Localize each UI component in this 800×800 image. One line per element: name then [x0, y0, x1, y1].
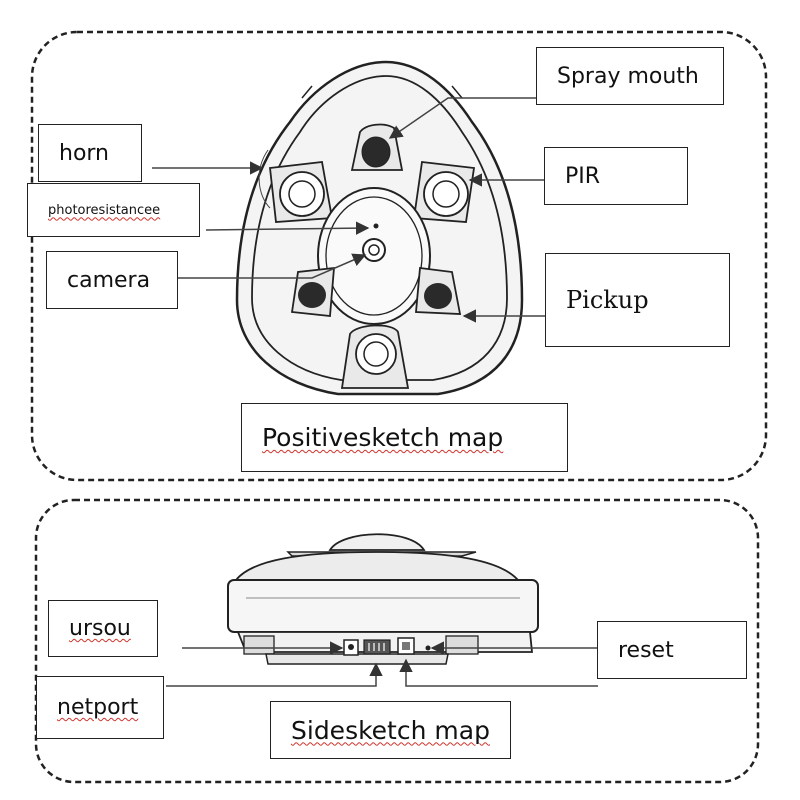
label-camera: camera	[46, 251, 178, 309]
device-front-view	[235, 60, 524, 396]
label-spray-mouth: Spray mouth	[536, 47, 724, 105]
label-horn: horn	[38, 124, 142, 182]
device-side-view	[227, 533, 539, 665]
side-leader-lines	[166, 641, 598, 687]
positive-view-frame	[30, 30, 768, 482]
pickup-sensor	[415, 266, 462, 315]
spray-mouth-port	[350, 123, 404, 171]
lower-left-sensor	[290, 266, 335, 317]
label-netport: netport	[36, 676, 164, 739]
bottom-port	[340, 324, 410, 389]
label-pickup: Pickup	[545, 253, 730, 347]
pir-housing	[412, 161, 476, 223]
photoresistance-dot	[373, 223, 379, 229]
label-reset: reset	[597, 621, 747, 679]
side-view-frame	[34, 498, 760, 784]
io-terminal	[363, 639, 391, 655]
label-photoresistance: photoresistancee	[27, 183, 200, 237]
center-lens-disk	[317, 187, 431, 325]
reset-button	[425, 645, 431, 651]
front-leader-lines	[152, 97, 546, 323]
caption-side-sketch-map: Sidesketch map	[270, 701, 511, 759]
label-ursou: ursou	[48, 600, 158, 657]
label-pir: PIR	[544, 147, 688, 205]
horn-housing	[269, 161, 334, 223]
caption-positive-sketch-map: Positivesketch map	[241, 403, 568, 472]
